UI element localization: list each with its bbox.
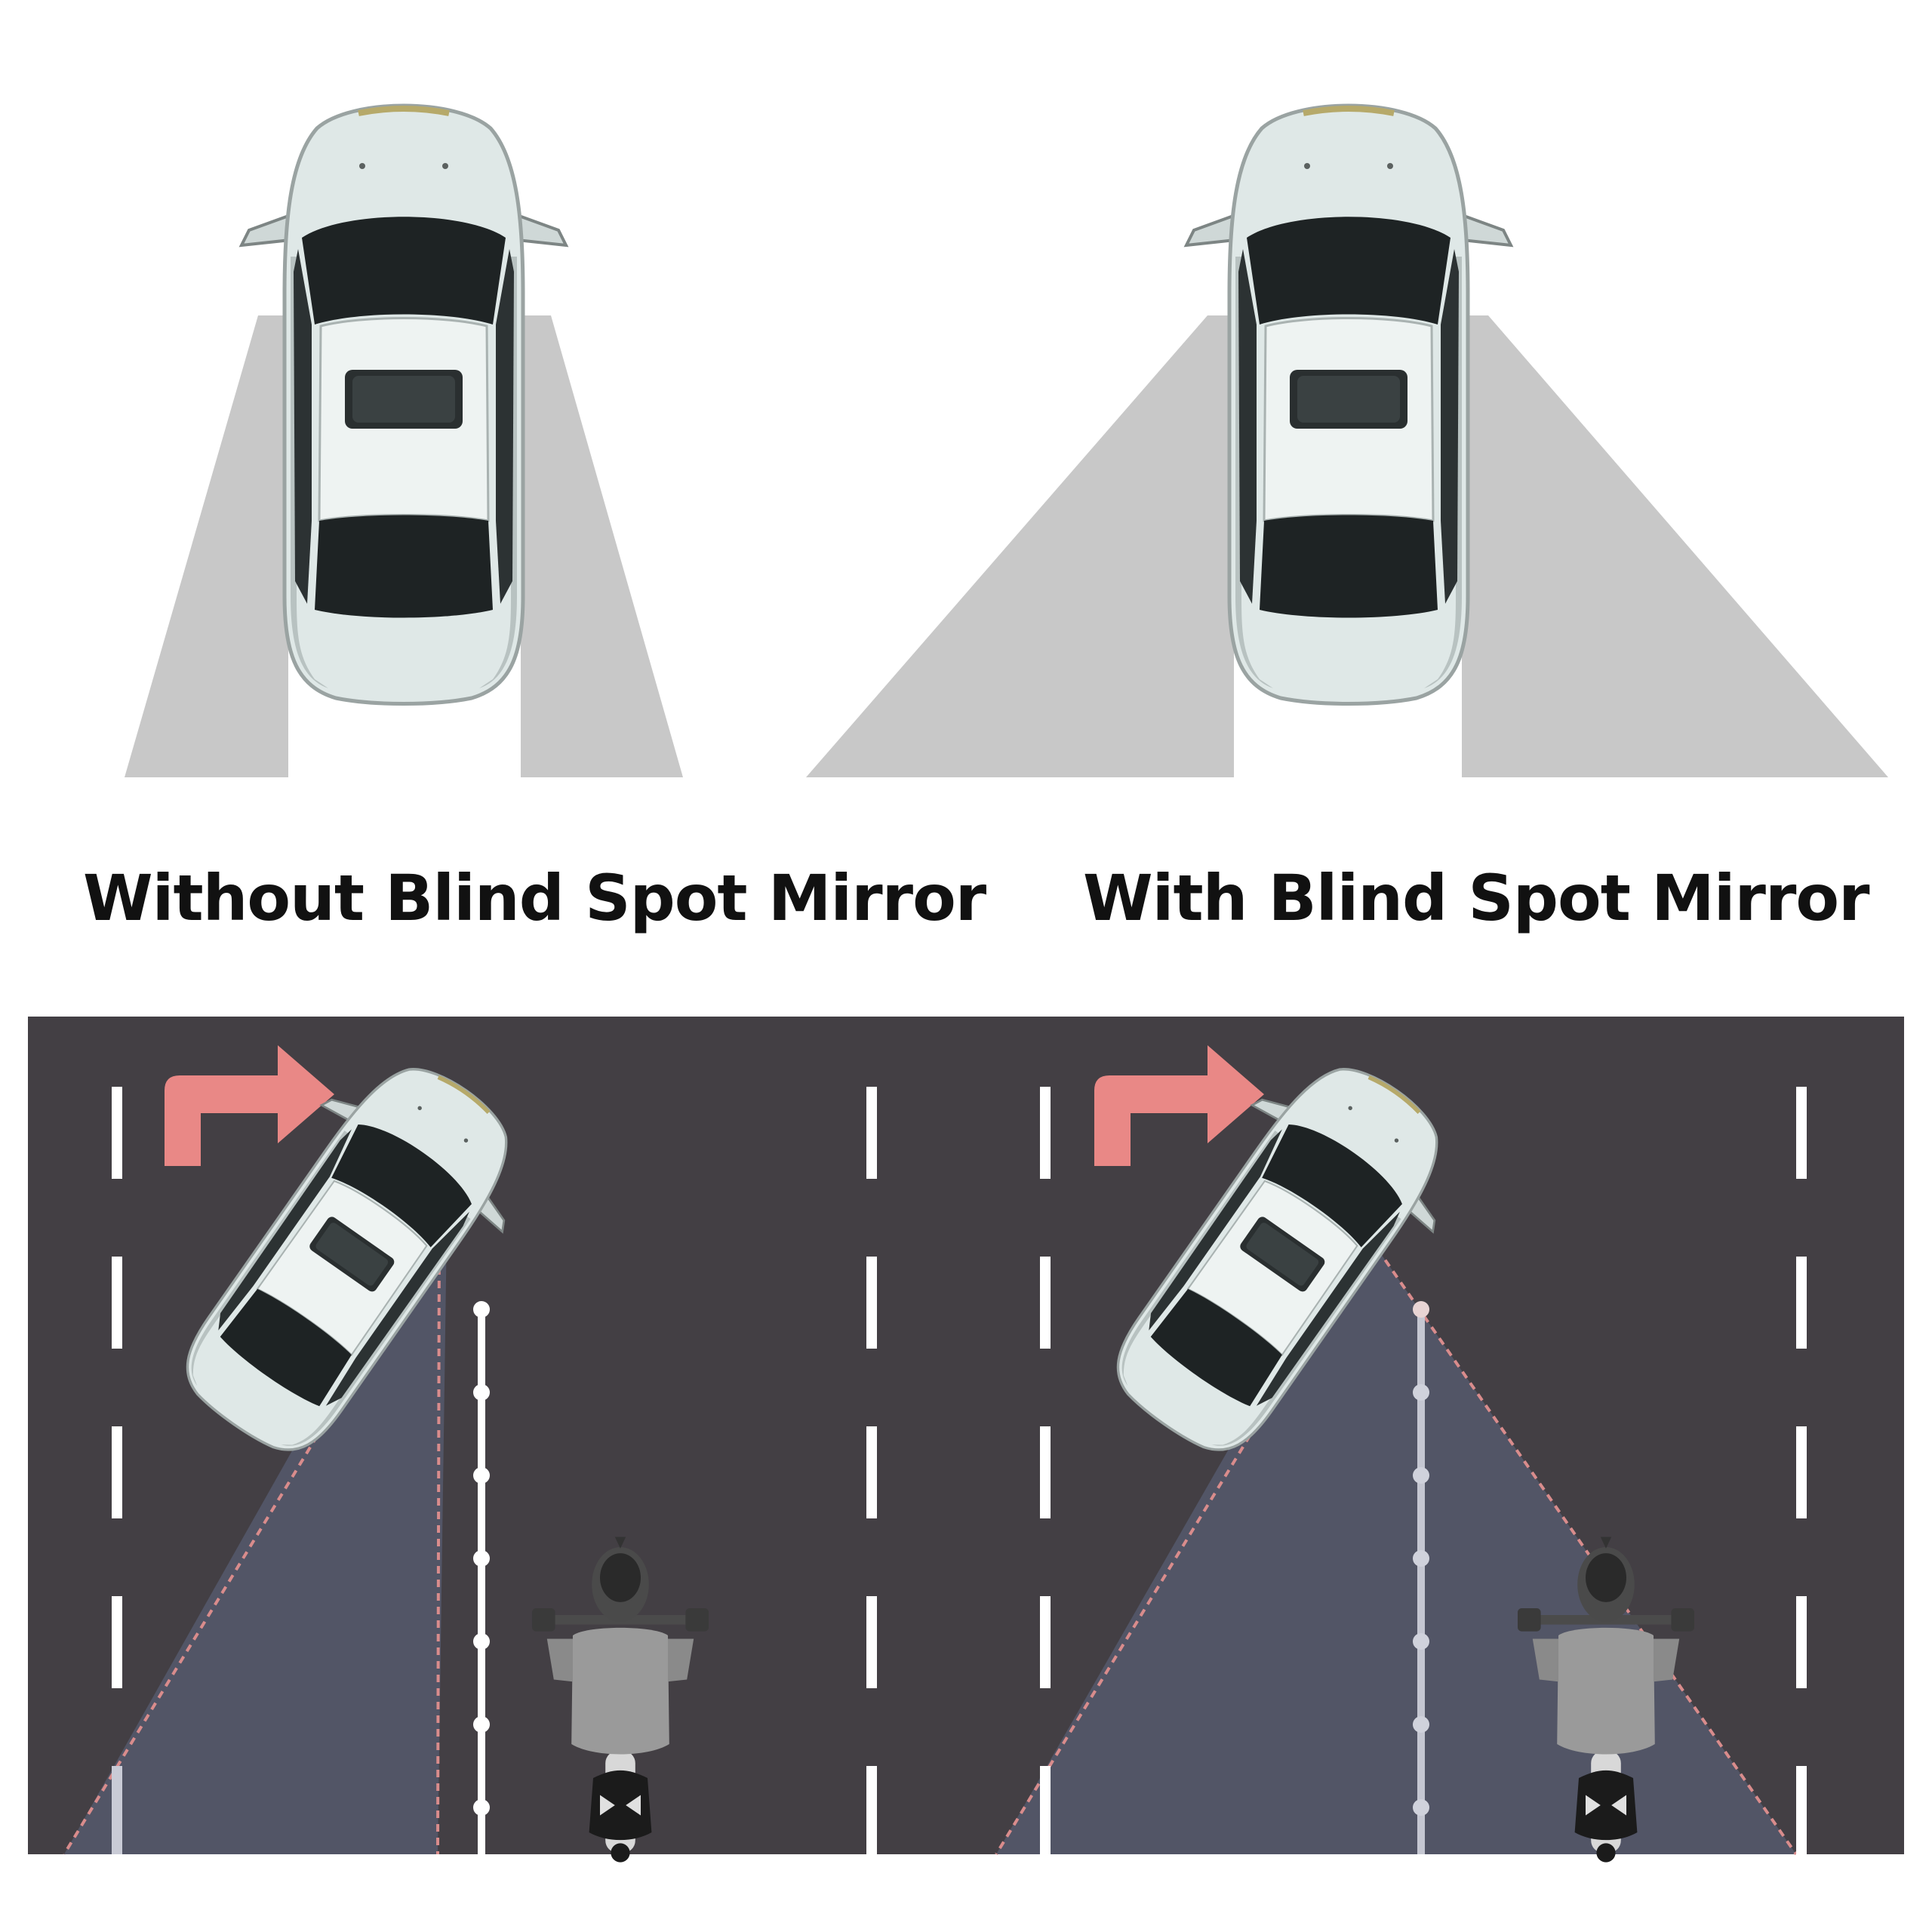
road: [28, 1017, 1904, 1863]
label-with-mirror: With Blind Spot Mirror: [1083, 861, 1870, 935]
label-without-mirror: Without Blind Spot Mirror: [83, 861, 986, 935]
view-cone-without-mirror: [125, 315, 683, 777]
lane-divider-beads: [473, 1301, 1429, 1854]
lane-markings: [112, 1087, 1807, 1854]
car-icon: [242, 106, 566, 704]
car-icon: [1186, 106, 1511, 704]
view-cone-with-mirror: [806, 315, 1888, 777]
